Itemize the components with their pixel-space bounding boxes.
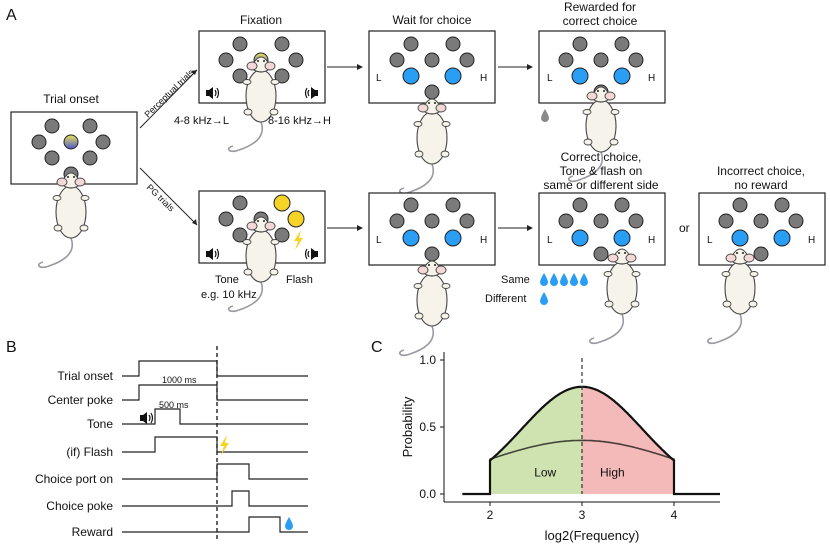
panel-c-letter: C <box>371 339 383 356</box>
trace-choice-port <box>122 463 308 480</box>
svg-text:H: H <box>648 235 655 246</box>
trace-choice-poke <box>122 490 308 507</box>
low-region <box>490 386 582 494</box>
trial-onset-title: Trial onset <box>43 92 99 106</box>
timing-traces <box>122 360 308 533</box>
y-tick-label: 0.5 <box>419 420 436 434</box>
correct-title-2: Tone & flash on <box>560 164 643 178</box>
x-tick-label: 3 <box>579 508 586 522</box>
same-reward-drops-icon <box>540 273 588 286</box>
timing-row-label: Tone <box>87 417 113 431</box>
reward-drop-icon <box>285 517 293 530</box>
mouse-pg-wait-icon <box>398 260 451 357</box>
tone-label: Tone <box>215 274 239 286</box>
or-label: or <box>679 221 690 235</box>
fixation-title: Fixation <box>240 13 282 27</box>
timing-row-label: (if) Flash <box>66 445 113 459</box>
svg-text:L: L <box>707 235 713 246</box>
panel-b-letter: B <box>6 339 17 356</box>
incorrect-choice-box: L H <box>698 192 826 266</box>
rewarded-title-2: correct choice <box>563 14 638 28</box>
wait-choice-box: L H <box>368 30 496 104</box>
different-label: Different <box>485 293 526 305</box>
low-region-label: Low <box>534 466 556 480</box>
timing-row-label: Trial onset <box>57 369 113 383</box>
timing-row-label: Center poke <box>48 393 114 407</box>
pg-trials-label: PG trials <box>145 182 177 214</box>
correct-title-3: same or different side <box>543 178 658 192</box>
svg-text:L: L <box>376 73 382 84</box>
trace-tone <box>122 408 308 425</box>
svg-text:L: L <box>376 235 382 246</box>
duration-1000-label: 1000 ms <box>162 375 197 385</box>
pg-wait-box: L H <box>368 192 496 266</box>
wait-for-choice-title: Wait for choice <box>393 13 472 27</box>
panel-a-letter: A <box>6 7 17 24</box>
tone-example-label: e.g. 10 kHz <box>201 289 257 301</box>
x-axis-label: log2(Frequency) <box>545 528 640 543</box>
arrow-to-pg <box>139 167 198 226</box>
incorrect-title-1: Incorrect choice, <box>717 164 805 178</box>
y-tick-label: 1.0 <box>419 353 436 367</box>
svg-text:H: H <box>648 73 655 84</box>
correct-choice-box: L H <box>538 192 666 266</box>
tone-speaker-icon <box>139 411 154 425</box>
mouse-trial-onset-icon <box>37 172 90 269</box>
trace-trial-onset <box>122 360 308 377</box>
rewarded-title-1: Rewarded for <box>564 0 636 14</box>
flash-label: Flash <box>286 274 313 286</box>
center-port-tone-icon <box>63 134 79 150</box>
same-label: Same <box>501 274 530 286</box>
svg-text:H: H <box>480 235 487 246</box>
correct-title-1: Correct choice, <box>561 150 642 164</box>
low-range-label: 4-8 kHz→L <box>174 115 229 127</box>
duration-500-label: 500 ms <box>159 400 189 410</box>
high-region <box>582 386 674 494</box>
series-wide-line <box>462 439 720 495</box>
x-tick-label: 4 <box>671 508 678 522</box>
trial-onset-box <box>10 111 138 185</box>
trace-center-poke <box>122 384 308 401</box>
x-tick-label: 2 <box>487 508 494 522</box>
arrow-to-perceptual <box>139 69 198 129</box>
svg-text:H: H <box>480 73 487 84</box>
timing-row-label: Choice port on <box>35 472 113 486</box>
water-drop-icon <box>541 109 549 122</box>
perceptual-trials-label: Perceptual trials <box>142 67 196 119</box>
timing-row-label: Choice poke <box>46 499 113 513</box>
svg-text:H: H <box>808 235 815 246</box>
svg-text:L: L <box>547 73 553 84</box>
trace-flash <box>122 436 308 453</box>
timing-row-label: Reward <box>72 525 113 539</box>
y-axis-label: Probability <box>400 396 415 457</box>
incorrect-title-2: no reward <box>734 178 787 192</box>
high-region-label: High <box>600 466 625 480</box>
y-tick-label: 0.0 <box>419 487 436 501</box>
different-reward-drop-icon <box>540 292 548 305</box>
frequency-distribution-chart: 0.0 0.5 1.0 2 3 4 log2(Frequency) ProbabilityLo… <box>400 352 720 543</box>
svg-text:L: L <box>547 235 553 246</box>
trace-reward <box>122 516 308 533</box>
mouse-wait-icon <box>398 98 451 195</box>
high-range-label: 8-16 kHz→H <box>268 115 331 127</box>
